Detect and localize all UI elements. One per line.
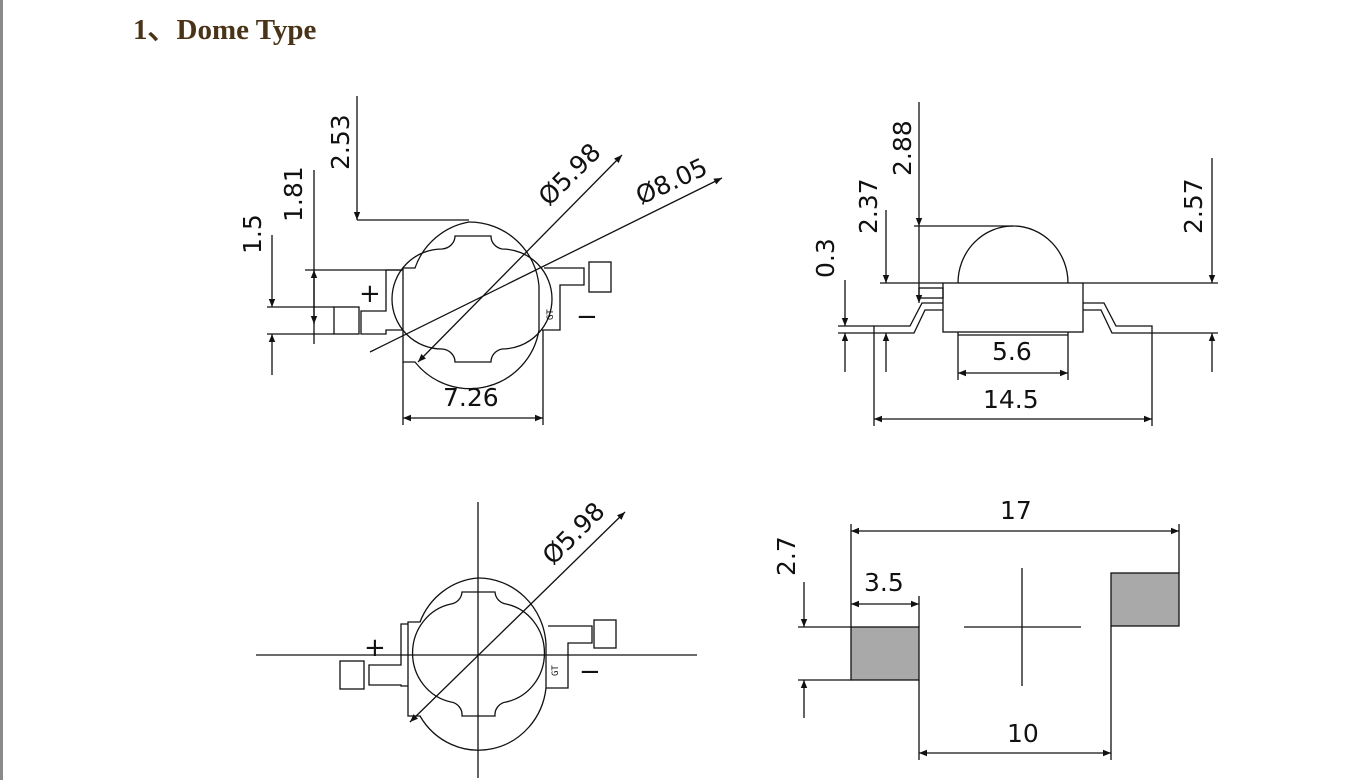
- left-pad: [850, 626, 920, 681]
- dim-top-2-53: 2.53: [326, 114, 355, 170]
- plus-sign: +: [359, 279, 381, 309]
- dim-fp-17: 17: [1000, 496, 1032, 525]
- led-body-outline: [391, 221, 553, 390]
- dim-side-2-88: 2.88: [888, 120, 917, 176]
- dim-top-d805: Ø8.05: [631, 152, 712, 210]
- left-terminal: [333, 306, 360, 335]
- dim-side-2-57: 2.57: [1179, 178, 1208, 234]
- axis-view: + − GT Ø5.98: [256, 496, 697, 778]
- right-terminal: [593, 619, 617, 649]
- dim-side-14-5: 14.5: [983, 385, 1039, 414]
- minus-sign: −: [579, 657, 601, 687]
- lead-frame: [368, 623, 593, 689]
- section-heading: 1、Dome Type: [133, 14, 317, 46]
- minus-sign: −: [576, 302, 598, 332]
- side-view: 2.88 2.37 0.3 2.57 5.6 14.5: [811, 102, 1218, 426]
- right-gull-wing-lead: [1083, 302, 1153, 334]
- dim-side-0-3: 0.3: [811, 238, 840, 278]
- leader-d598: [417, 154, 623, 363]
- package-body: [942, 282, 1084, 333]
- dim-side-5-6: 5.6: [992, 337, 1032, 366]
- top-view: + − GT Ø5.98 Ø8.05 2.53 1.81 1.5 7.26: [238, 96, 723, 425]
- gt-marking: GT: [546, 309, 556, 320]
- led-body-outline: [407, 577, 547, 751]
- dim-side-2-37: 2.37: [854, 178, 883, 234]
- dim-top-1-5: 1.5: [238, 214, 267, 254]
- leader-d598: [409, 511, 626, 723]
- dim-top-1-81: 1.81: [279, 166, 308, 222]
- dim-fp-10: 10: [1007, 719, 1039, 748]
- pad-footprint: 17 2.7 3.5 10: [772, 496, 1180, 760]
- left-gull-wing-lead: [873, 302, 943, 334]
- dim-top-7-26: 7.26: [443, 383, 499, 412]
- leader-d805: [369, 177, 723, 353]
- gt-marking: GT: [551, 665, 561, 676]
- page-left-border: [0, 0, 3, 780]
- dome-lens: [957, 225, 1069, 284]
- right-pad: [1110, 572, 1180, 627]
- dim-axis-d598: Ø5.98: [537, 496, 611, 570]
- dim-top-d598: Ø5.98: [533, 137, 607, 211]
- dim-fp-3-5: 3.5: [864, 568, 904, 597]
- left-terminal: [339, 660, 365, 690]
- dim-fp-2-7: 2.7: [772, 536, 801, 576]
- right-terminal: [588, 261, 612, 293]
- plus-sign: +: [364, 633, 386, 663]
